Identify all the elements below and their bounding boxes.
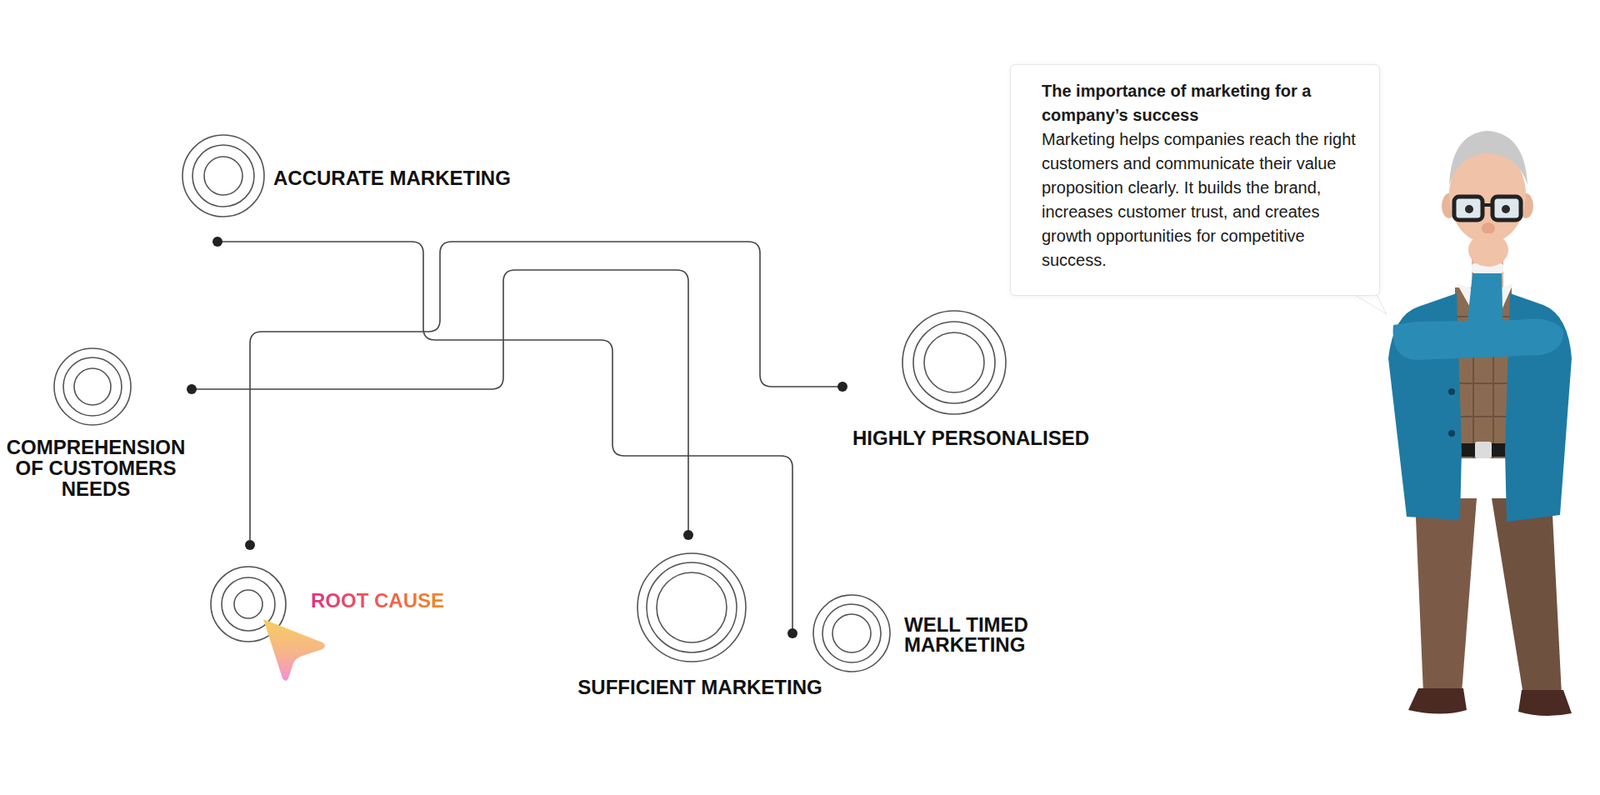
- target-node: HIGHLY PERSONALISED: [842, 308, 1100, 455]
- eye: [1501, 205, 1510, 214]
- ring: [913, 321, 995, 404]
- connector-dot: [245, 540, 255, 550]
- raised-arm: [1465, 266, 1504, 344]
- eye: [1465, 205, 1474, 214]
- connector-dot: [186, 384, 197, 395]
- ring: [192, 145, 255, 207]
- shoe: [1518, 690, 1572, 716]
- node-label: COMPREHENSION OF CUSTOMERS NEEDS: [0, 436, 192, 500]
- bubble-tail: [1355, 295, 1387, 315]
- belt-buckle: [1475, 441, 1492, 459]
- ring: [54, 348, 131, 425]
- button: [1448, 430, 1455, 437]
- hand: [1468, 233, 1509, 267]
- connector-dot: [787, 628, 798, 639]
- ring: [74, 368, 111, 405]
- ring: [902, 310, 1006, 415]
- ring: [63, 357, 122, 416]
- target-node: ACCURATE MARKETING: [176, 133, 516, 242]
- glasses-bridge: [1482, 203, 1493, 207]
- node-label: SUFFICIENT MARKETING: [563, 675, 837, 700]
- trouser-leg: [1491, 498, 1562, 695]
- ring: [832, 614, 871, 653]
- bubble-body: Marketing helps companies reach the righ…: [1041, 127, 1356, 273]
- root-cause-node: ROOT CAUSE: [208, 545, 484, 645]
- old-man-figure: [1388, 130, 1572, 716]
- connector-dot: [837, 381, 848, 392]
- ring: [822, 604, 881, 663]
- ring: [646, 562, 737, 653]
- ring: [234, 590, 263, 619]
- ring: [813, 595, 890, 672]
- hair: [1449, 130, 1528, 185]
- glasses: [1492, 196, 1521, 220]
- pointer-cursor: [263, 619, 325, 681]
- node-label: WELL TIMED MARKETING: [904, 615, 1042, 655]
- button: [1448, 388, 1455, 395]
- ring: [204, 156, 243, 195]
- ring: [656, 572, 727, 643]
- node-label: HIGHLY PERSONALISED: [842, 426, 1100, 450]
- glasses: [1454, 196, 1483, 220]
- node-label: ACCURATE MARKETING: [273, 166, 511, 190]
- connector-dot: [212, 236, 223, 247]
- trouser-leg: [1415, 498, 1477, 694]
- ring: [637, 553, 746, 662]
- connector-line: [217, 241, 793, 634]
- connector-dot: [683, 530, 694, 540]
- target-node: COMPREHENSION OF CUSTOMERS NEEDS: [0, 346, 192, 505]
- nose: [1481, 222, 1495, 235]
- speech-bubble: The importance of marketing for a compan…: [1010, 64, 1380, 296]
- target-node: SUFFICIENT MARKETING: [563, 535, 837, 705]
- bubble-heading: The importance of marketing for a compan…: [1041, 79, 1356, 128]
- shoe: [1408, 688, 1467, 715]
- ring: [924, 332, 985, 393]
- ring: [182, 135, 265, 217]
- target-node: WELL TIMED MARKETING: [792, 587, 1047, 680]
- node-label: ROOT CAUSE: [310, 589, 445, 613]
- connector-line: [250, 241, 843, 545]
